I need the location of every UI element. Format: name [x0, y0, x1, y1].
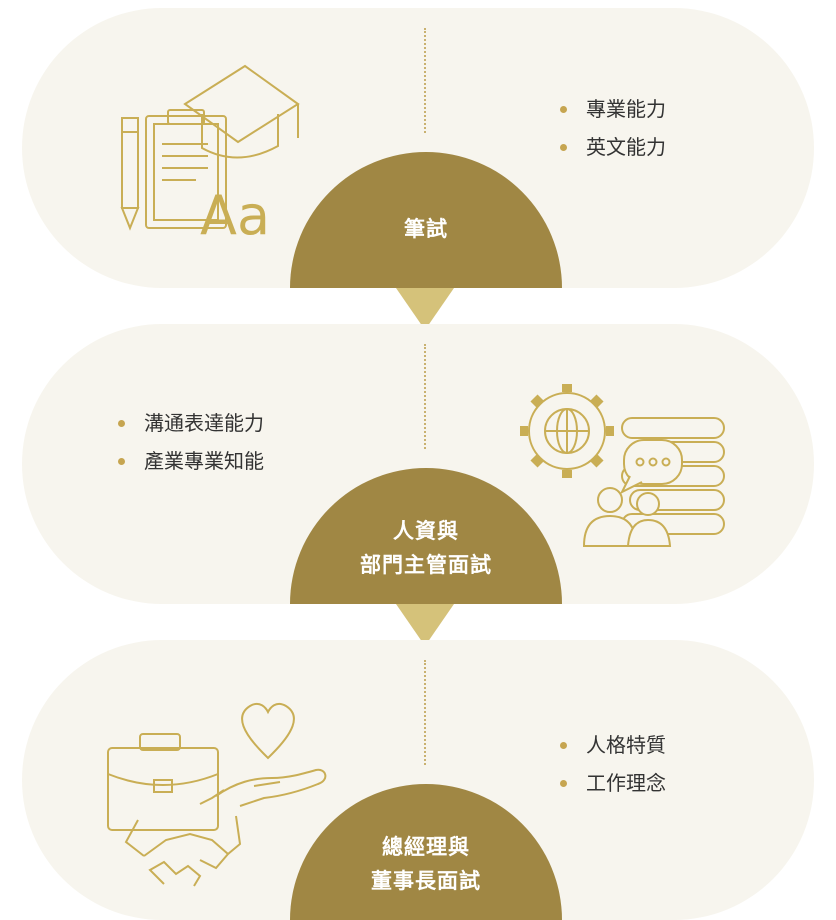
stage-2-title: 人資與 部門主管面試 — [360, 519, 492, 577]
exam-icon: Aa — [120, 64, 300, 246]
svg-text:Aa: Aa — [200, 184, 270, 246]
down-arrow-icon — [396, 604, 454, 646]
stage-3-items: 人格特質 工作理念 — [558, 726, 666, 802]
dotted-divider — [424, 28, 426, 133]
communication-icon — [520, 384, 725, 547]
stage-1-card: Aa 專業能力 英文能力 筆試 — [22, 8, 814, 288]
stage-2-card: 溝通表達能力 產業專業知能 — [22, 324, 814, 604]
list-item: 溝通表達能力 — [116, 404, 264, 442]
stage-1-title: 筆試 — [404, 217, 448, 241]
list-item: 專業能力 — [558, 90, 666, 128]
down-arrow-icon — [396, 288, 454, 330]
list-item: 英文能力 — [558, 128, 666, 166]
values-icon — [107, 702, 327, 887]
stage-2-items: 溝通表達能力 產業專業知能 — [116, 404, 264, 480]
list-item: 工作理念 — [558, 764, 666, 802]
stage-3-card: 人格特質 工作理念 總經理與 董事長面試 — [22, 640, 814, 920]
stage-1-title-dome: 筆試 — [290, 152, 562, 288]
stage-1-items: 專業能力 英文能力 — [558, 90, 666, 166]
dotted-divider — [424, 660, 426, 765]
stage-3-title: 總經理與 董事長面試 — [371, 835, 481, 893]
dotted-divider — [424, 344, 426, 449]
list-item: 人格特質 — [558, 726, 666, 764]
list-item: 產業專業知能 — [116, 442, 264, 480]
